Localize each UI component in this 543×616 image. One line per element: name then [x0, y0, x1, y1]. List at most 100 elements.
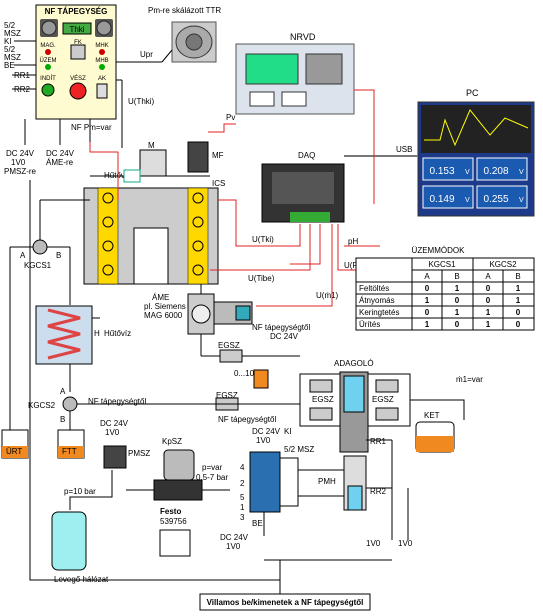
ttr-encoder: Pm-re skálázott TTR — [148, 6, 221, 63]
ket-label: KET — [424, 411, 440, 420]
indit-button[interactable] — [41, 83, 55, 97]
nf-power-unit: NF TÁPEGYSÉG Thki MAG. FK MHK ÜZEM MHB I… — [4, 4, 162, 176]
dc24v-1: DC 24V — [100, 419, 129, 428]
ame-l1: ÁME — [152, 293, 169, 302]
uzem-label: ÜZEM — [40, 57, 57, 64]
mode-cell: 1 — [425, 320, 430, 329]
modes-title: ÜZEMMÓDOK — [412, 246, 466, 255]
mode-cell: 0 — [455, 320, 460, 329]
egsz-mid: EGSZ — [216, 391, 238, 400]
kgcs2-a: A — [60, 387, 66, 396]
mode-row-name: Feltöltés — [359, 284, 389, 293]
kpsz-label: KpSZ — [162, 437, 182, 446]
ak-label: AK — [98, 76, 106, 82]
egsz-top: EGSZ — [218, 341, 240, 350]
mode-cell: 0 — [516, 308, 521, 317]
readout-unit-2: V — [519, 169, 524, 176]
dc-ame-2: ÁME-re — [46, 158, 74, 167]
nrvd-instrument: NRVD — [235, 32, 355, 115]
port-5: 5 — [240, 493, 245, 502]
port-1: 1 — [240, 503, 245, 512]
in-msz-be: MSZ — [4, 53, 21, 62]
dc-pmsz-3: PMSZ-re — [4, 167, 37, 176]
fk-label: FK — [74, 40, 82, 46]
sub-b2: B — [515, 272, 520, 281]
ame-flowmeter: ÁME pl. Siemens MAG 6000 NF tápegységtől… — [144, 284, 310, 356]
vesz-label: VÉSZ — [70, 75, 86, 82]
indit-label: INDÍT — [40, 75, 56, 82]
mode-cell: 1 — [455, 308, 460, 317]
dc-pmsz-2: 1V0 — [11, 158, 26, 167]
group-kgcs2: KGCS2 — [489, 260, 517, 269]
dc24v-valve: DC 24V — [252, 427, 281, 436]
port-3: 3 — [240, 513, 245, 522]
nf-unit-display: Thki — [69, 25, 84, 34]
bottom-io-label: Villamos be/kimenetek a NF tápegységtől — [207, 598, 364, 607]
dc-bot-1: DC 24V — [220, 533, 249, 542]
in-ki: KI — [4, 37, 12, 46]
motor-label: M — [148, 141, 155, 150]
emergency-stop-button[interactable] — [69, 82, 87, 100]
kgcs2-label: KGCS2 — [28, 401, 56, 410]
hutoviz-label: Hűtővíz — [104, 329, 131, 338]
egsz-left: EGSZ — [312, 395, 334, 404]
h-label: H — [94, 329, 100, 338]
kgcs1-b: B — [56, 251, 61, 260]
u-pv-label: U(Pv) — [344, 261, 365, 270]
mode-cell: 0 — [516, 320, 521, 329]
readout-1: 0.153 — [429, 166, 454, 177]
adagolo-section: EGSZ 0...100% EGSZ NF tápegységtől ADAGO… — [200, 341, 483, 551]
mode-row-name: Átnyomás — [359, 296, 395, 305]
ame-l3: MAG 6000 — [144, 311, 183, 320]
left-hydraulics: A B KGCS1 H Hűtővíz A B KGCS2 ÜRT FTT NF… — [1, 199, 230, 584]
mhk-label: MHK — [95, 43, 108, 49]
fk-switch[interactable] — [70, 44, 86, 60]
ics-label: ICS — [212, 179, 225, 188]
mode-cell: 1 — [425, 296, 430, 305]
festo-label: Festo — [160, 507, 181, 516]
dc-bot-2: 1V0 — [226, 542, 241, 551]
ame-nf1: NF tápegységtől — [252, 323, 310, 332]
rr2-label: RR2 — [370, 487, 387, 496]
out-nf-pm: NF Pm=var — [71, 123, 112, 132]
egsz-right: EGSZ — [372, 395, 394, 404]
daq-unit: DAQ — [261, 151, 345, 223]
mode-cell: 1 — [486, 320, 491, 329]
ivo-valve: 1V0 — [256, 436, 271, 445]
u-m1-label: U(ṁ1) — [316, 291, 339, 300]
mode-cell: 1 — [486, 308, 491, 317]
readout-unit-1: V — [465, 169, 470, 176]
mhb-label: MHB — [95, 58, 108, 64]
sub-b1: B — [454, 272, 459, 281]
readout-unit-3: V — [465, 197, 470, 204]
ttr-label: Pm-re skálázott TTR — [148, 6, 221, 15]
urt-label: ÜRT — [6, 447, 22, 456]
bottom-io: Villamos be/kimenetek a NF tápegységtől — [29, 180, 392, 611]
nf-tap-kgcs2: NF tápegységtől — [88, 397, 146, 406]
kgcs1-label: KGCS1 — [24, 261, 52, 270]
sub-a1: A — [424, 272, 430, 281]
ak-switch[interactable] — [96, 83, 108, 99]
be-label: BE — [252, 519, 263, 528]
mode-cell: 0 — [486, 284, 491, 293]
group-kgcs1: KGCS1 — [428, 260, 456, 269]
dc-pmsz-1: DC 24V — [6, 149, 35, 158]
u-tibe-label: U(Tibe) — [248, 274, 275, 283]
ame-nf2: DC 24V — [270, 332, 299, 341]
nf-unit-title: NF TÁPEGYSÉG — [45, 7, 108, 16]
pv-label: Pv — [226, 113, 235, 122]
pc-label: PC — [466, 88, 479, 98]
nrvd-label: NRVD — [290, 32, 316, 42]
mode-row-name: Ürítés — [359, 320, 380, 329]
ivo-1: 1V0 — [105, 428, 120, 437]
mdot-label: ṁ1=var — [456, 375, 483, 384]
port-2: 2 — [240, 479, 245, 488]
mhb-indicator — [99, 64, 105, 70]
mode-cell: 0 — [455, 296, 460, 305]
in-52-ki: 5/2 — [4, 21, 16, 30]
signal-wires — [89, 89, 380, 307]
mode-cell: 1 — [516, 284, 521, 293]
